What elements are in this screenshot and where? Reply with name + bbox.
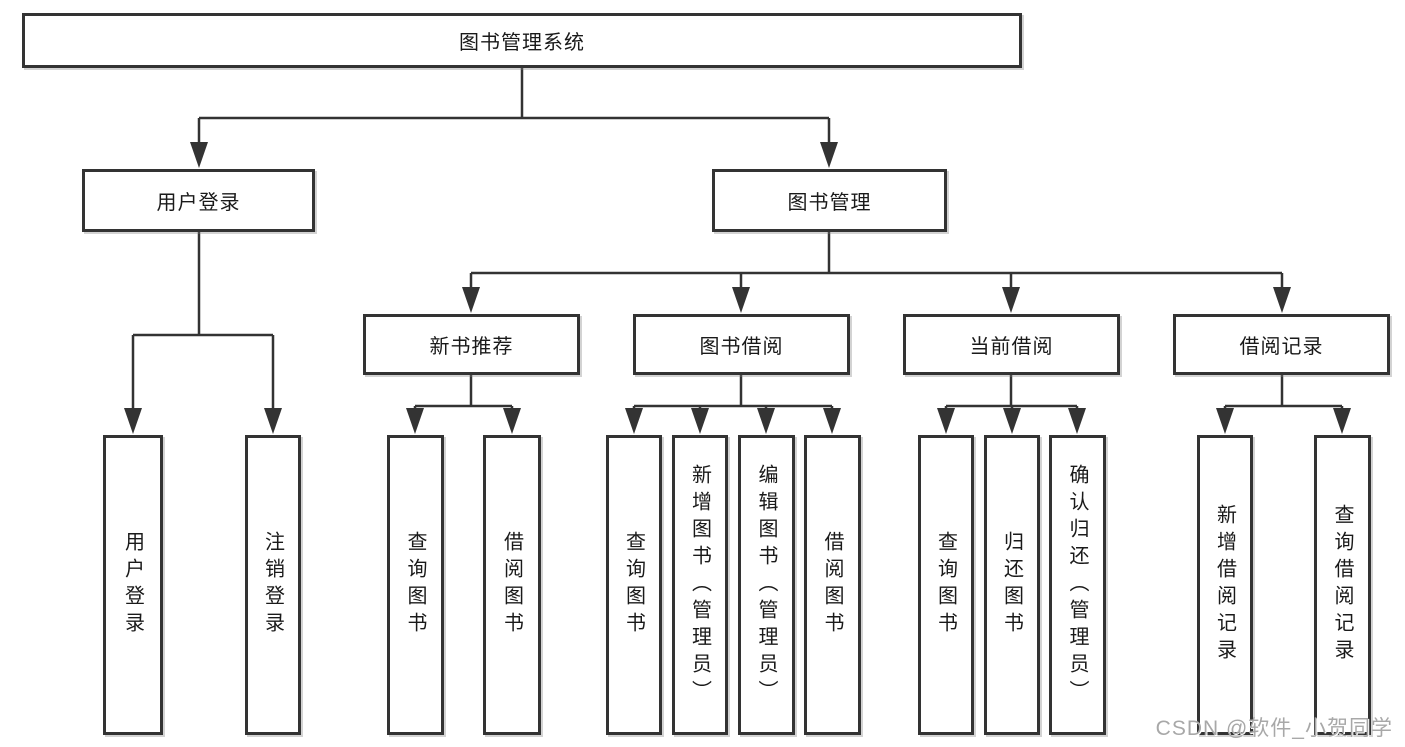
leaf-borrow-borrow-books: 借阅图书 [804,435,861,735]
node-user-login: 用户登录 [82,169,315,232]
leaf-borrow-edit-books-admin: 编辑图书（管理员） [738,435,795,735]
node-borrow-records: 借阅记录 [1173,314,1390,375]
node-label: 新书推荐 [429,336,514,358]
node-label: 当前借阅 [969,336,1054,358]
leaf-label: 注销登录 [261,531,284,639]
node-label: 图书借阅 [699,336,784,358]
leaf-label: 借阅图书 [500,531,523,639]
csdn-watermark: CSDN @软件_小贺同学 [1155,717,1393,740]
leaf-current-return-books: 归还图书 [984,435,1040,735]
leaf-label: 借阅图书 [821,531,843,639]
leaf-user-login: 用户登录 [103,435,163,735]
leaf-label: 归还图书 [1000,531,1023,639]
leaf-label: 查询图书 [404,531,426,639]
leaf-label: 确认归还（管理员） [1066,463,1088,707]
leaf-borrow-query-books: 查询图书 [606,435,662,735]
leaf-label: 编辑图书（管理员） [755,463,777,707]
leaf-newbooks-query-books: 查询图书 [387,435,444,735]
leaf-newbooks-borrow-books: 借阅图书 [483,435,541,735]
leaf-logout: 注销登录 [245,435,301,735]
node-label: 图书管理 [787,192,872,214]
leaf-label: 查询图书 [934,531,957,639]
leaf-borrow-add-books-admin: 新增图书（管理员） [672,435,728,735]
arrowheads [124,142,1351,434]
leaf-records-add-borrow-record: 新增借阅记录 [1197,435,1253,735]
node-label: 借阅记录 [1239,336,1324,358]
node-book-borrow: 图书借阅 [633,314,850,375]
leaf-label: 新增借阅记录 [1213,504,1236,666]
leaf-label: 用户登录 [121,531,144,639]
node-label: 图书管理系统 [459,32,585,54]
node-label: 用户登录 [156,192,241,214]
leaf-current-confirm-return-admin: 确认归还（管理员） [1049,435,1106,735]
leaf-label: 新增图书（管理员） [688,463,711,707]
leaf-records-query-borrow-record: 查询借阅记录 [1314,435,1371,735]
node-current-borrow: 当前借阅 [903,314,1120,375]
node-new-book-recommend: 新书推荐 [363,314,580,375]
node-library-management-system: 图书管理系统 [22,13,1022,68]
leaf-label: 查询借阅记录 [1331,504,1353,666]
leaf-current-query-books: 查询图书 [918,435,974,735]
node-book-management: 图书管理 [712,169,947,232]
leaf-label: 查询图书 [622,531,645,639]
